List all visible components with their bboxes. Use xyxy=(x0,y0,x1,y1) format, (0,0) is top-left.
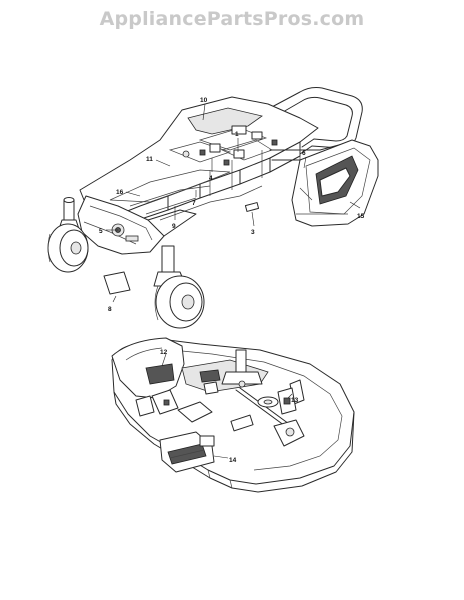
callout-4: 4 xyxy=(209,175,213,182)
callout-1: 1 xyxy=(235,131,239,138)
mower-deck xyxy=(111,337,355,493)
callout-9: 9 xyxy=(172,223,176,230)
callout-14: 14 xyxy=(229,457,237,464)
callout-8: 8 xyxy=(108,306,112,313)
callout-3: 3 xyxy=(251,229,255,236)
callout-16: 16 xyxy=(116,189,124,196)
watermark-text: AppliancePartsPros.com xyxy=(99,8,365,30)
callout-11: 11 xyxy=(146,156,153,163)
callout-15: 15 xyxy=(357,213,365,220)
callout-7: 7 xyxy=(192,200,196,207)
callout-10: 10 xyxy=(200,97,208,104)
callout-labels: 10 1 6 11 4 16 7 9 5 3 15 8 12 13 14 xyxy=(99,97,365,464)
callout-6: 6 xyxy=(302,150,306,157)
mower-chassis xyxy=(47,87,379,329)
callout-12: 12 xyxy=(160,349,168,356)
callout-5: 5 xyxy=(99,228,103,235)
callout-13: 13 xyxy=(291,397,299,404)
